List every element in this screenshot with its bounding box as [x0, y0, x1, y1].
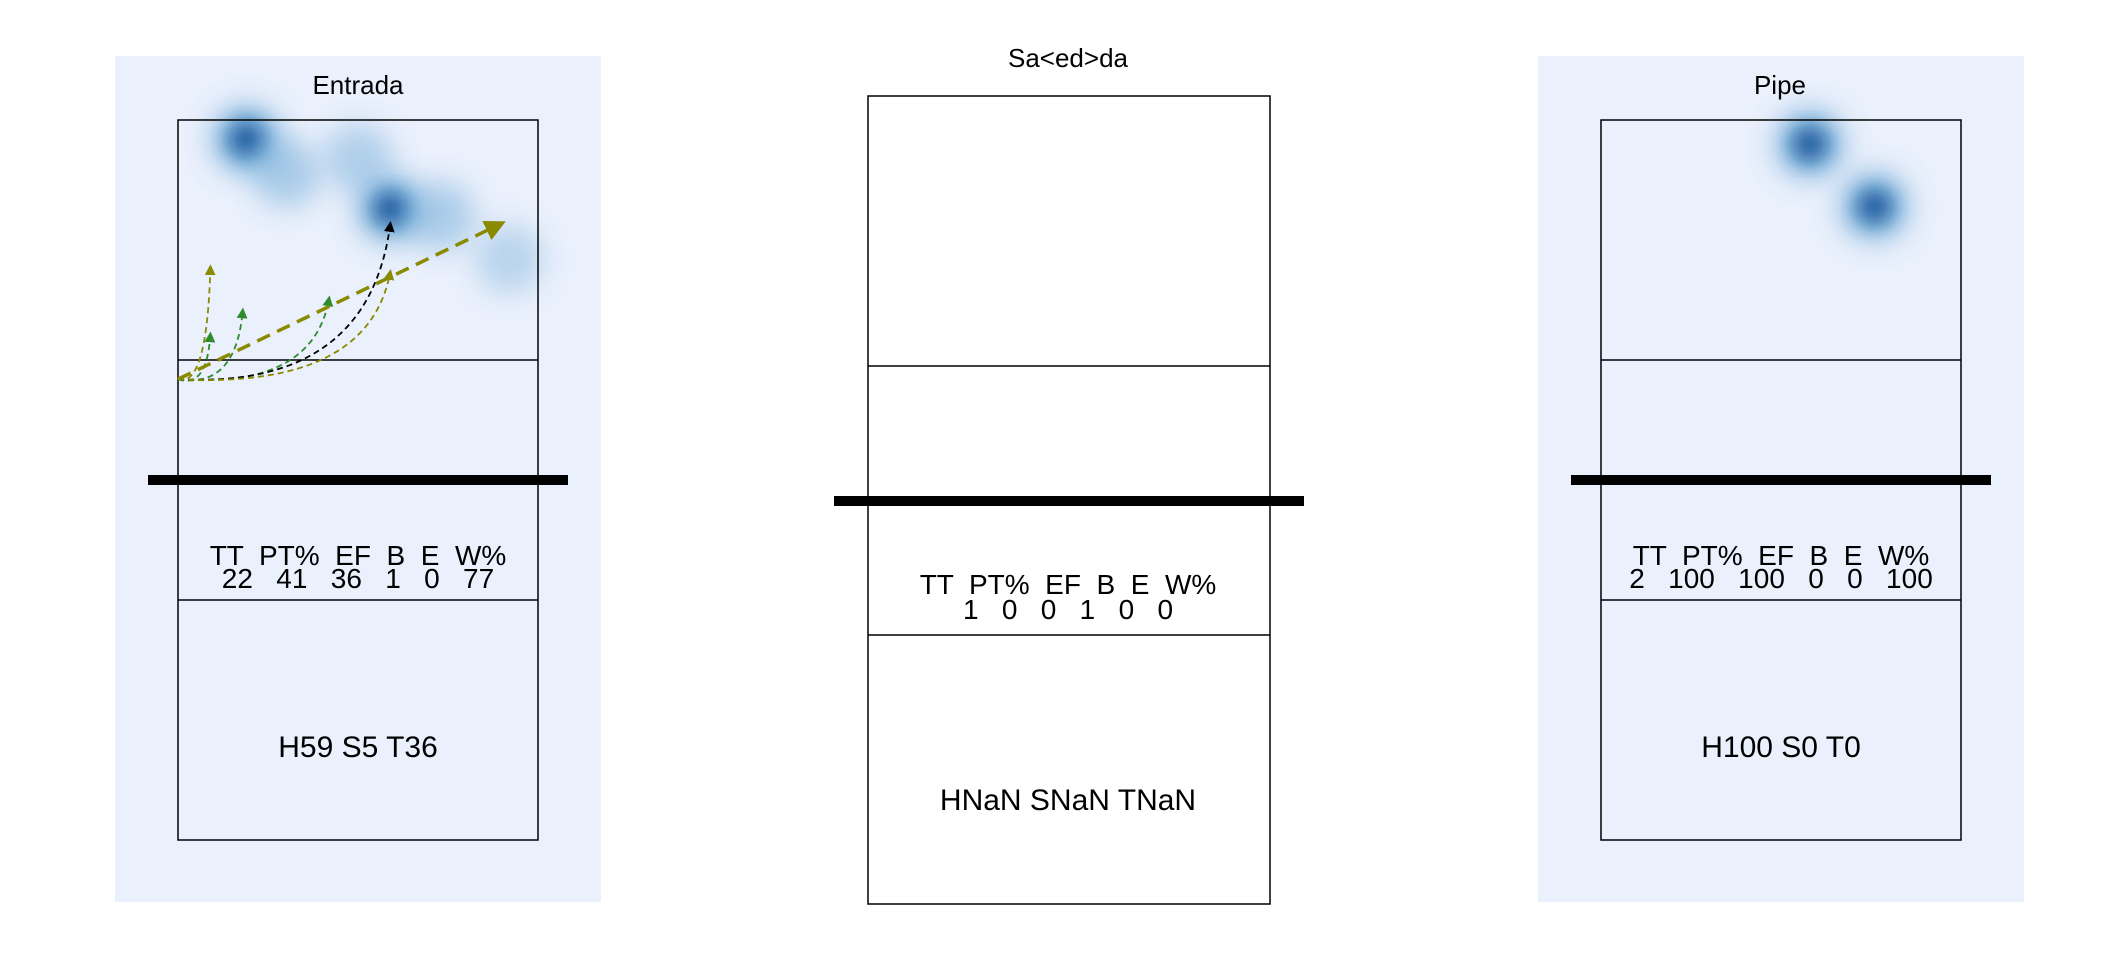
- panel-title: Entrada: [312, 70, 404, 100]
- stats-values: 2 100 100 0 0 100: [1629, 563, 1933, 594]
- heat-spot: [324, 124, 392, 193]
- panel-title: Sa<ed>da: [1008, 43, 1129, 73]
- panel-saida: Sa<ed>da TT PT% EF B E W% 1 0 0 1 0 0 HN…: [834, 43, 1304, 905]
- trajectory-arrow: [177, 264, 216, 381]
- heatmap-layer: [212, 105, 544, 294]
- trajectory-arrow: [177, 269, 395, 381]
- heat-spot: [475, 225, 544, 294]
- summary-label: H100 S0 T0: [1701, 731, 1861, 764]
- trajectory-arrow: [177, 221, 506, 381]
- stats-header: TT PT% EF B E W%: [210, 540, 507, 571]
- heat-spot: [406, 182, 475, 250]
- heat-spot-core: [229, 122, 264, 157]
- summary-label: H59 S5 T36: [278, 731, 438, 764]
- panel-title: Pipe: [1754, 70, 1806, 100]
- trajectory-arrow: [177, 221, 395, 381]
- panel-entrada: Entrada TT PT% EF B E W% 22 41 36 1 0 77…: [115, 56, 601, 902]
- heatmap-layer: [1775, 110, 1909, 241]
- summary-label: HNaN SNaN TNaN: [940, 784, 1196, 817]
- panel-pipe: Pipe TT PT% EF B E W% 2 100 100 0 0 100 …: [1538, 56, 2024, 902]
- stats-header: TT PT% EF B E W%: [920, 569, 1217, 600]
- stats-values: 1 0 0 1 0 0: [963, 594, 1173, 625]
- heat-spot: [252, 138, 320, 207]
- trajectory-layer: [177, 221, 506, 382]
- stats-header: TT PT% EF B E W%: [1633, 540, 1930, 571]
- heat-spot-core: [1792, 127, 1827, 161]
- heat-spot-core: [373, 191, 408, 226]
- stats-values: 22 41 36 1 0 77: [222, 563, 494, 594]
- heat-spot-core: [1857, 189, 1892, 224]
